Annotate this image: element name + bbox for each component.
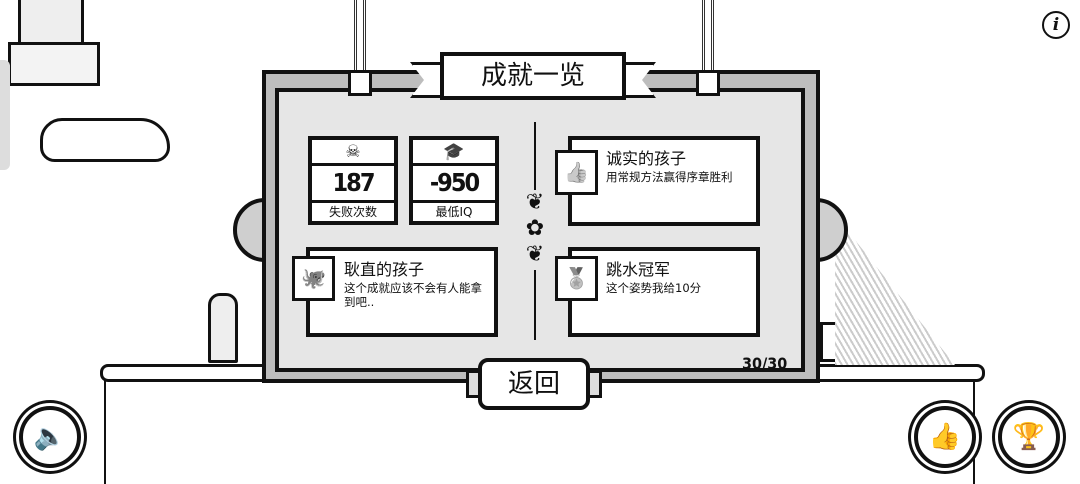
page-title: 成就一览 [440, 52, 626, 100]
achievement-desc: 用常规方法赢得序章胜利 [606, 170, 733, 184]
post [208, 293, 238, 363]
graduation-cap-icon: 🎓 [413, 140, 495, 166]
speaker-icon: 🔈 [33, 422, 67, 452]
achievement-count: 30/30 [742, 354, 788, 373]
like-button[interactable]: 👍 [914, 406, 976, 468]
ramp [835, 215, 955, 365]
chain-right [702, 0, 714, 72]
achievement-desc: 这个姿势我给10分 [606, 281, 702, 295]
achievement-title: 诚实的孩子 [606, 149, 687, 168]
hanger-right [696, 70, 720, 96]
flower-ornament-icon: ❦✿❦ [522, 190, 548, 270]
ground-left-edge [104, 380, 106, 484]
skull-icon: ☠ [312, 140, 394, 166]
stat-value: 187 [312, 166, 394, 203]
chain-left [354, 0, 366, 72]
pipe-rim [8, 42, 100, 86]
stat-label: 最低IQ [435, 205, 473, 219]
stat-label: 失败次数 [328, 205, 377, 219]
stat-value: -950 [413, 166, 495, 203]
stat-lowest-iq: 🎓 -950 最低IQ [409, 136, 499, 225]
thumbs-up-icon: 👍 [555, 150, 598, 195]
achievement-title: 跳水冠军 [606, 260, 671, 279]
trophy-icon: 🏆 [1012, 422, 1046, 452]
pipe [18, 0, 84, 45]
stat-failures: ☠ 187 失败次数 [308, 136, 398, 225]
trophy-button[interactable]: 🏆 [998, 406, 1060, 468]
achievement-desc: 这个成就应该不会有人能拿到吧.. [344, 281, 482, 309]
back-button[interactable]: 返回 [478, 358, 590, 410]
octopus-icon: 🐙 [292, 256, 335, 301]
info-button[interactable]: i [1042, 11, 1070, 39]
cloud [40, 118, 170, 162]
thumbs-up-icon: 👍 [928, 422, 962, 452]
achievement-card[interactable]: 跳水冠军 这个姿势我给10分 [568, 247, 760, 337]
achievement-title: 耿直的孩子 [344, 260, 425, 279]
achievement-card[interactable]: 耿直的孩子 这个成就应该不会有人能拿到吧.. [306, 247, 498, 337]
achievement-card[interactable]: 诚实的孩子 用常规方法赢得序章胜利 [568, 136, 760, 226]
side-tab[interactable] [0, 60, 10, 170]
medal-icon: 🏅 [555, 256, 598, 301]
hanger-left [348, 70, 372, 96]
sound-button[interactable]: 🔈 [19, 406, 81, 468]
